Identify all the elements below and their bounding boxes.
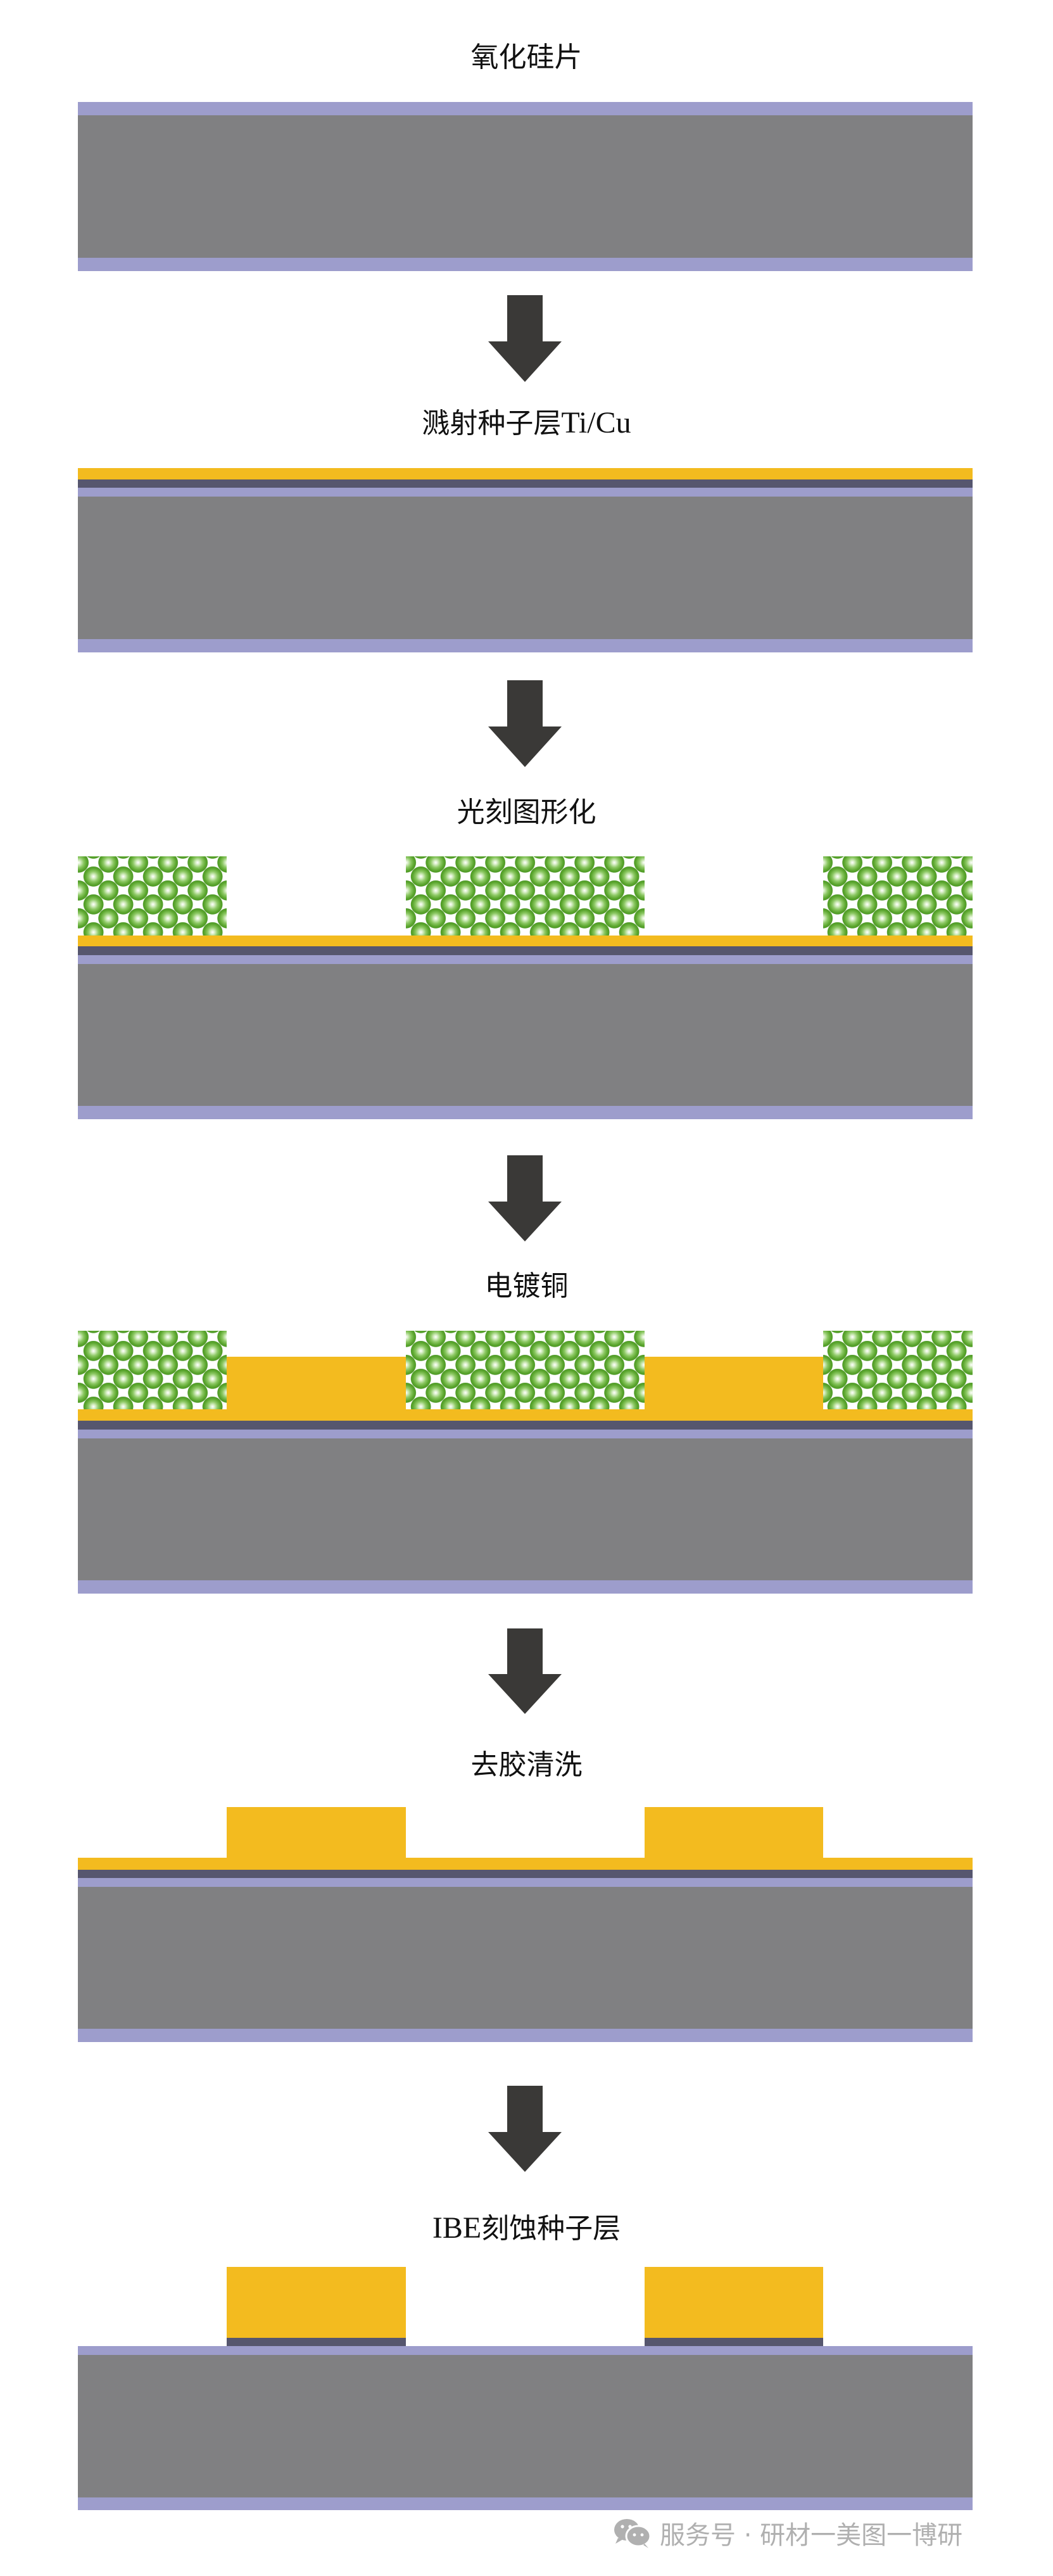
oxide-top-layer [78,102,973,115]
step-label-text: 氧化硅片 [470,41,583,73]
down-arrow-icon [488,2086,562,2172]
copper-pillar [227,2267,406,2338]
photoresist [78,856,227,936]
ti-under-pillar [645,2338,823,2346]
step-label: 电镀铜 [0,1270,1053,1302]
ti-adhesion-layer [78,1870,973,1878]
copper-pillar [645,1807,823,1858]
oxide-bottom-layer [78,639,973,652]
silicon-layer [78,2355,973,2497]
ti-adhesion-layer [78,946,973,955]
ti-adhesion-layer [78,479,973,488]
copper-pillar [227,1807,406,1858]
plated-copper [227,1357,406,1409]
step-label-text: 去胶清洗 [470,1749,583,1781]
step-label-text: 电镀铜 [484,1270,569,1302]
photoresist [823,1331,973,1409]
step-label-latin: Ti/Cu [561,406,631,440]
silicon-layer [78,1438,973,1580]
down-arrow-icon [488,295,562,382]
silicon-layer [78,1887,973,2029]
cu-seed-layer [78,468,973,479]
down-arrow-icon [488,680,562,767]
silicon-layer [78,964,973,1106]
step-label: IBE刻蚀种子层 [0,2212,1053,2245]
photoresist [823,856,973,936]
oxide-top-layer [78,2346,973,2355]
oxide-bottom-layer [78,258,973,271]
oxide-bottom-layer [78,2497,973,2510]
silicon-layer [78,497,973,639]
step-label: 光刻图形化 [0,796,1053,828]
silicon-layer [78,115,973,258]
step-label-text: 溅射种子层 [422,407,562,440]
wechat-icon [614,2519,652,2548]
plated-copper [645,1357,823,1409]
photoresist [78,1331,227,1409]
photoresist [406,1331,645,1409]
oxide-top-layer [78,1430,973,1438]
cu-seed-layer [78,1858,973,1870]
step-label: 溅射种子层Ti/Cu [0,407,1053,440]
oxide-top-layer [78,488,973,497]
step-label-text: 光刻图形化 [457,796,596,828]
step-label: 去胶清洗 [0,1749,1053,1781]
down-arrow-icon [488,1155,562,1241]
oxide-top-layer [78,955,973,964]
copper-pillar [645,2267,823,2338]
down-arrow-icon [488,1628,562,1714]
oxide-top-layer [78,1878,973,1887]
ti-adhesion-layer [78,1421,973,1430]
ti-under-pillar [227,2338,406,2346]
oxide-bottom-layer [78,2029,973,2042]
step-label-text: 刻蚀种子层 [481,2212,621,2245]
oxide-bottom-layer [78,1106,973,1119]
watermark-text: 服务号 · 研材一美图一博研 [660,2521,963,2550]
watermark: 服务号 · 研材一美图一博研 [612,2517,963,2550]
cu-seed-layer [78,1409,973,1421]
step-label: 氧化硅片 [0,41,1053,73]
cu-seed-layer [78,936,973,946]
step-label-latin: IBE [432,2211,482,2245]
photoresist [406,856,645,936]
oxide-bottom-layer [78,1580,973,1594]
